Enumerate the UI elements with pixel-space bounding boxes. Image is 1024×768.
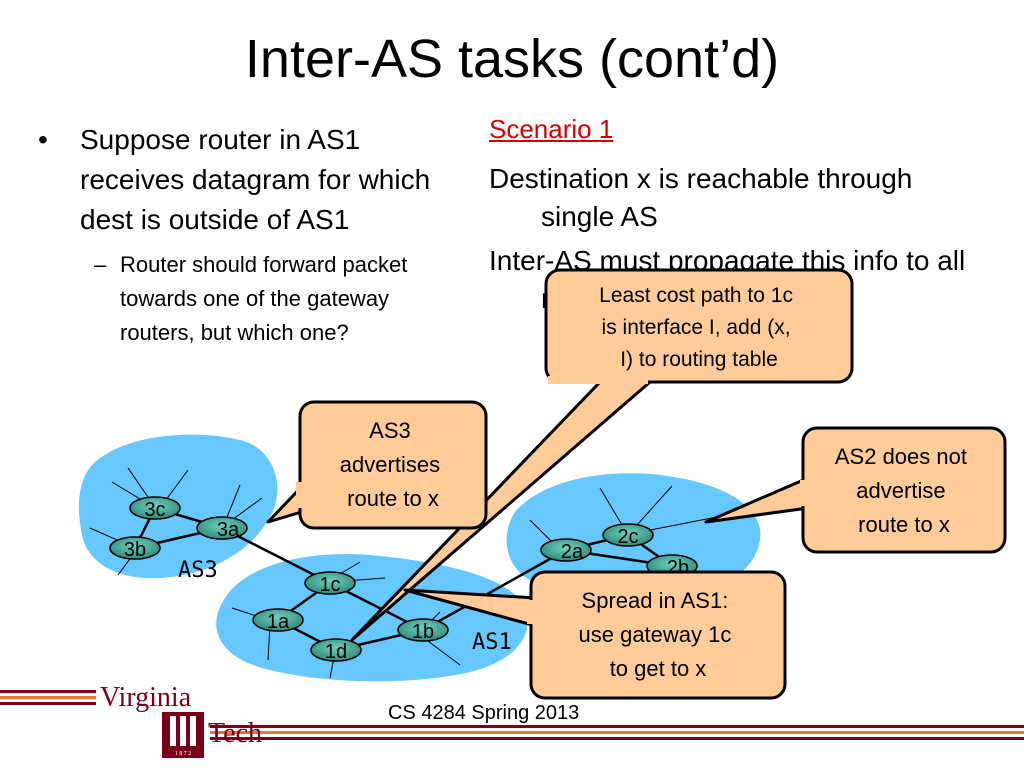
footer-stripes bbox=[0, 690, 1024, 740]
vt-logo-virginia: Virginia bbox=[100, 682, 192, 713]
least-cost-line-3: I) to routing table bbox=[620, 348, 778, 371]
as2-line-2: advertise bbox=[856, 478, 945, 503]
scenario-heading: Scenario 1 bbox=[489, 114, 614, 144]
as1-label: AS1 bbox=[472, 630, 512, 655]
bullet-sub-text: Router should forward packet towards one… bbox=[120, 252, 408, 345]
callout-least-cost: Least cost path to 1c is interface I, ad… bbox=[350, 268, 854, 642]
callout-as2-no-advertise: AS2 does not advertise route to x bbox=[704, 426, 1007, 554]
router-2c: 2c bbox=[602, 523, 654, 548]
bullet-dot: • bbox=[38, 124, 48, 155]
router-1c: 1c bbox=[304, 571, 356, 596]
as3-adv-line-1: AS3 bbox=[369, 418, 411, 443]
spread-line-1: Spread in AS1: bbox=[582, 588, 729, 613]
footer-course: CS 4284 Spring 2013 bbox=[388, 702, 580, 724]
router-3c: 3c bbox=[129, 496, 181, 521]
router-2a: 2a bbox=[540, 538, 592, 563]
least-cost-line-2: is interface I, add (x, bbox=[602, 316, 791, 339]
bullet-sub: – Router should forward packet towards o… bbox=[94, 248, 464, 350]
as3-adv-line-3: route to x bbox=[347, 486, 439, 511]
vt-logo-year: 1 8 7 2 bbox=[175, 751, 192, 757]
router-3a-label: 3a bbox=[217, 519, 240, 541]
router-3c-label: 3c bbox=[144, 499, 165, 521]
scenario-line-1: Destination x is reachable through singl… bbox=[489, 163, 913, 232]
bullet-main: • Suppose router in AS1 receives datagra… bbox=[38, 120, 458, 240]
left-bullets: • Suppose router in AS1 receives datagra… bbox=[38, 120, 458, 350]
bullet-dash: – bbox=[94, 252, 107, 277]
router-1b: 1b bbox=[397, 618, 449, 643]
vt-logo-tech: Tech bbox=[208, 718, 262, 749]
as2-line-1: AS2 does not bbox=[835, 444, 967, 469]
router-3b: 3b bbox=[109, 536, 161, 561]
router-3b-label: 3b bbox=[124, 539, 146, 561]
router-1a-label: 1a bbox=[267, 611, 290, 633]
vt-logo: Virginia 1 8 7 2 Tech bbox=[100, 682, 262, 758]
router-3a: 3a bbox=[196, 516, 248, 541]
router-1a: 1a bbox=[252, 608, 304, 633]
spread-line-2: use gateway 1c bbox=[579, 622, 732, 647]
svg-text:Least cost path to 1c is: Least cost path to 1c is interface I, ad… bbox=[599, 284, 799, 371]
router-2a-label: 2a bbox=[561, 541, 584, 563]
as3-label: AS3 bbox=[178, 558, 218, 583]
router-1b-label: 1b bbox=[412, 621, 434, 643]
callout-as3-advertises: AS3 advertises route to x bbox=[266, 400, 488, 530]
slide-title: Inter-AS tasks (cont’d) bbox=[244, 29, 780, 89]
svg-text:AS3 advertises rou: AS3 advertises route to x bbox=[340, 418, 446, 511]
svg-text:Spread in AS1: use gatew: Spread in AS1: use gateway 1c to get to … bbox=[579, 588, 738, 681]
as2-line-3: route to x bbox=[858, 512, 950, 537]
router-1c-label: 1c bbox=[319, 574, 340, 596]
router-1d-label: 1d bbox=[325, 641, 347, 663]
router-1d: 1d bbox=[310, 638, 362, 663]
svg-text:AS2 does not advertise: AS2 does not advertise route to x bbox=[835, 444, 973, 537]
least-cost-line-1: Least cost path to 1c bbox=[599, 284, 793, 307]
as3-adv-line-2: advertises bbox=[340, 452, 440, 477]
callout-spread: Spread in AS1: use gateway 1c to get to … bbox=[403, 570, 787, 700]
router-2c-label: 2c bbox=[617, 526, 638, 548]
bullet-main-text: Suppose router in AS1 receives datagram … bbox=[80, 124, 431, 235]
spread-line-3: to get to x bbox=[610, 656, 707, 681]
